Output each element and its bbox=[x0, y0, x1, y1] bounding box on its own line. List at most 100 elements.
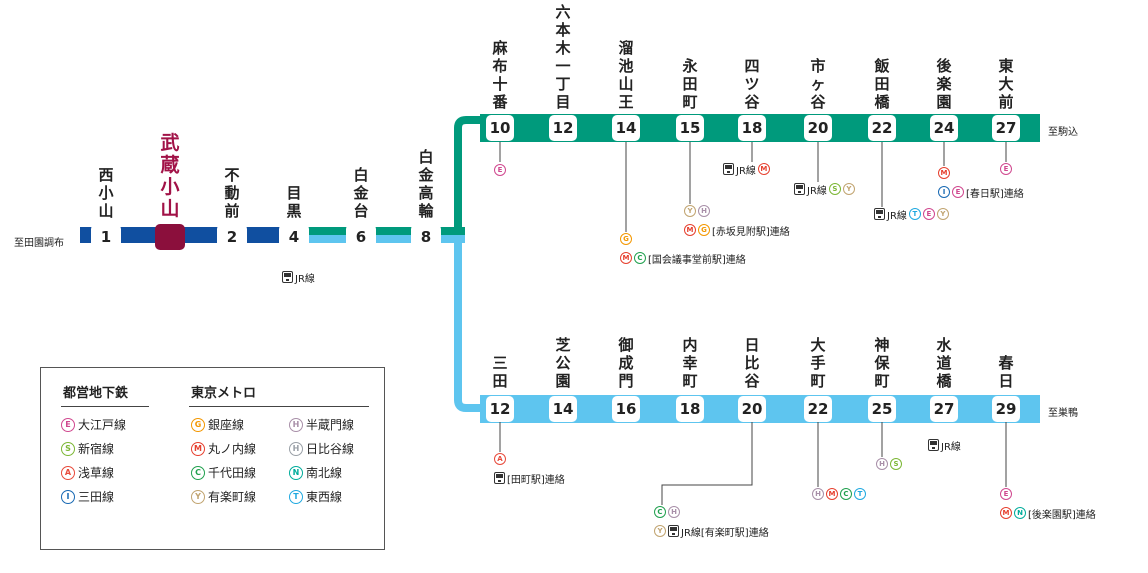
transfer-row: [田町駅]連絡 bbox=[494, 471, 565, 486]
transfer-namboku-10: E bbox=[494, 163, 506, 182]
line-m-icon: M bbox=[191, 441, 205, 456]
transfer-label: JR線 bbox=[941, 441, 961, 453]
legend-label: 大江戸線 bbox=[78, 418, 127, 432]
line-h-icon: H bbox=[289, 417, 303, 432]
station-2-number-box: 2 bbox=[217, 224, 247, 250]
line-t-icon: T bbox=[908, 208, 921, 220]
legend-rule bbox=[189, 406, 369, 407]
station-name: 三田 bbox=[492, 354, 508, 390]
station-name: 白金台 bbox=[353, 166, 369, 220]
legend-label: 銀座線 bbox=[208, 418, 245, 432]
line-c-icon: C bbox=[191, 465, 205, 480]
station-name: 目黒 bbox=[286, 184, 302, 220]
station-name: 御成門 bbox=[618, 336, 634, 390]
station-name: 不動前 bbox=[224, 166, 240, 220]
jr-train-icon bbox=[794, 183, 805, 195]
transfer-label: [田町駅]連絡 bbox=[507, 474, 565, 486]
transfer-label: [赤坂見附駅]連絡 bbox=[712, 226, 790, 238]
line-g-icon: G bbox=[191, 417, 205, 432]
station-name: 四ツ谷 bbox=[744, 57, 760, 111]
end-label-sugamo: 至巣鴨 bbox=[1048, 408, 1078, 419]
transfer-row: E bbox=[1000, 487, 1096, 501]
station-12-number-box: 12 bbox=[486, 396, 514, 422]
namboku-branch bbox=[454, 116, 480, 231]
line-m-icon: M bbox=[620, 252, 632, 264]
transfer-label: JR線 bbox=[887, 210, 907, 222]
station-15-number-box: 15 bbox=[676, 115, 704, 141]
station-14-number-box: 14 bbox=[612, 115, 640, 141]
legend-label: 千代田線 bbox=[208, 466, 257, 480]
station-8-number-box: 8 bbox=[411, 224, 441, 250]
station-name: 飯田橋 bbox=[874, 57, 890, 111]
station-24-number-box: 24 bbox=[930, 115, 958, 141]
legend-label: 丸ノ内線 bbox=[208, 442, 257, 456]
line-h-icon: H bbox=[876, 458, 888, 470]
transfer-meguro: JR線 bbox=[282, 270, 315, 289]
line-h-icon: H bbox=[698, 205, 710, 217]
station-12-number-box: 12 bbox=[549, 115, 577, 141]
mita-through-bar bbox=[300, 235, 465, 243]
line-n-icon: N bbox=[289, 465, 303, 480]
station-18-number-box: 18 bbox=[738, 115, 766, 141]
transfer-namboku-27: E bbox=[1000, 162, 1012, 181]
line-y-icon: Y bbox=[191, 489, 205, 504]
jr-train-icon bbox=[668, 525, 679, 537]
line-i-icon: I bbox=[938, 186, 950, 198]
transfer-mita-12: A [田町駅]連絡 bbox=[494, 452, 565, 490]
jr-train-icon bbox=[874, 208, 885, 220]
station-name: 春日 bbox=[998, 354, 1014, 390]
line-m-icon: M bbox=[684, 224, 696, 236]
line-h-icon: H bbox=[812, 488, 824, 500]
mita-branch bbox=[454, 239, 480, 412]
transfer-row: A bbox=[494, 452, 565, 466]
transfer-label: JR線 bbox=[736, 165, 756, 177]
legend-toei-heading: 都営地下鉄 bbox=[63, 386, 129, 401]
line-h-icon: H bbox=[668, 506, 680, 518]
legend-label: 日比谷線 bbox=[306, 442, 355, 456]
station-29-number-box: 29 bbox=[992, 396, 1020, 422]
station-name: 溜池山王 bbox=[618, 39, 634, 111]
transfer-label: JR線[有楽町駅]連絡 bbox=[681, 527, 769, 539]
station-18-number-box: 18 bbox=[676, 396, 704, 422]
line-c-icon: C bbox=[654, 506, 666, 518]
station-10-number-box: 10 bbox=[486, 115, 514, 141]
station-27-number-box: 27 bbox=[930, 396, 958, 422]
station-name: 西小山 bbox=[98, 166, 114, 220]
line-e-icon: E bbox=[1000, 163, 1012, 175]
line-e-icon: E bbox=[922, 208, 935, 220]
transfer-label: [後楽園駅]連絡 bbox=[1028, 509, 1096, 521]
line-y-icon: Y bbox=[684, 205, 696, 217]
transfer-label: JR線 bbox=[295, 273, 315, 285]
station-name: 白金高輪 bbox=[418, 148, 434, 220]
line-y-icon: Y bbox=[936, 208, 949, 220]
station-22-number-box: 22 bbox=[868, 115, 896, 141]
station-name: 武蔵小山 bbox=[160, 132, 180, 220]
line-e-icon: E bbox=[494, 164, 506, 176]
station-name: 内幸町 bbox=[682, 336, 698, 390]
line-g-icon: G bbox=[698, 224, 710, 236]
station-name: 麻布十番 bbox=[492, 39, 508, 111]
legend-label: 有楽町線 bbox=[208, 490, 257, 504]
